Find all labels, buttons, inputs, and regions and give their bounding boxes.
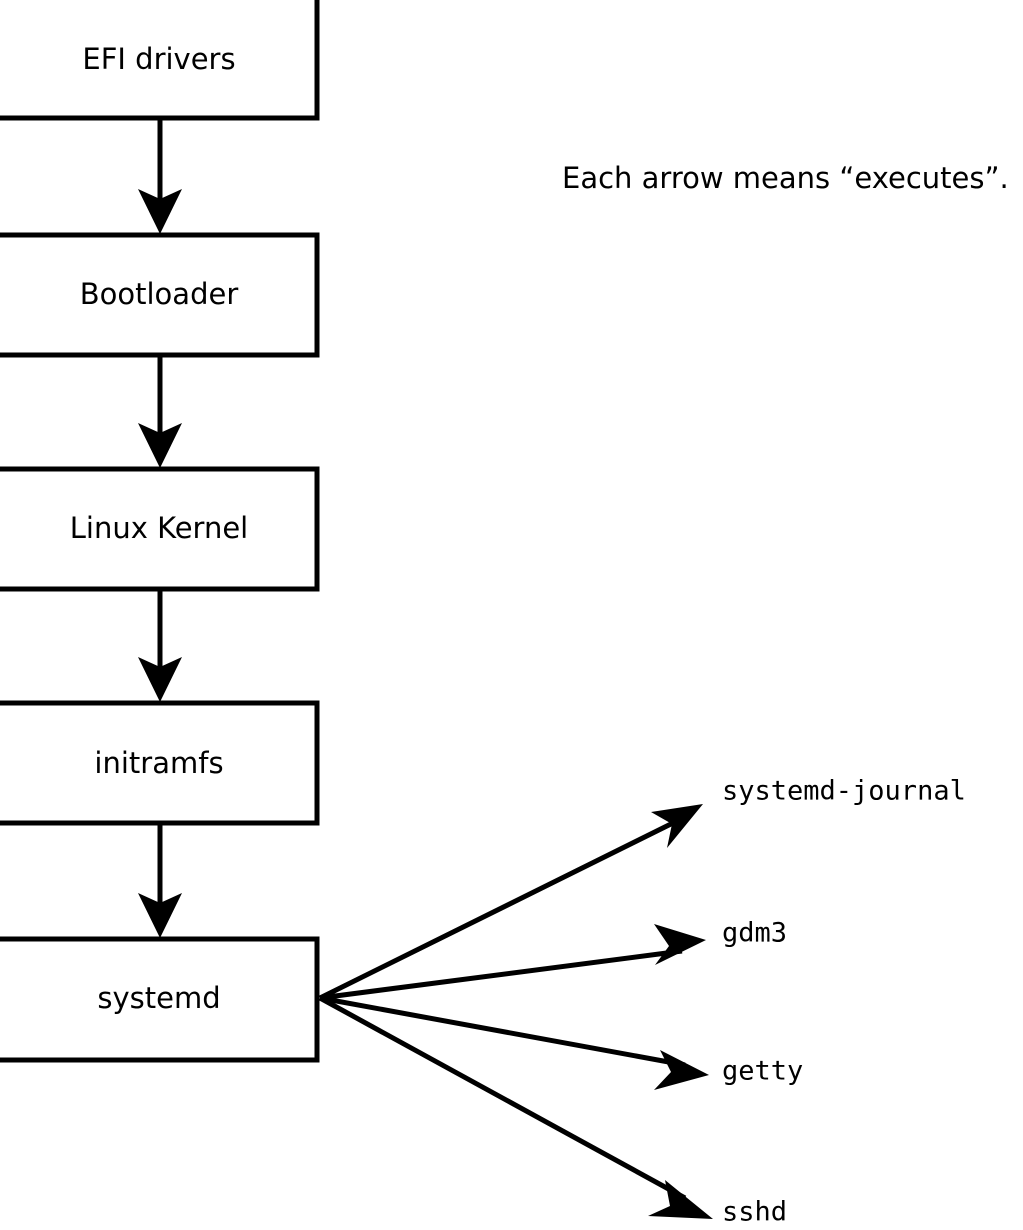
box-label-bootloader: Bootloader: [80, 277, 239, 311]
box-bootloader[interactable]: Bootloader: [0, 232, 320, 358]
service-label-gdm3: gdm3: [722, 918, 787, 949]
box-label-initramfs: initramfs: [94, 746, 223, 780]
box-linux-kernel[interactable]: Linux Kernel: [0, 466, 320, 592]
box-systemd[interactable]: systemd: [0, 936, 320, 1063]
legend-note: Each arrow means “executes”.: [562, 161, 1009, 195]
box-label-systemd: systemd: [97, 981, 220, 1015]
box-efi-drivers[interactable]: EFI drivers: [0, 0, 320, 121]
chain-arrow-initramfs-to-systemd: [138, 823, 182, 938]
chain-arrow-bootloader-to-kernel: [138, 355, 182, 468]
service-label-getty: getty: [722, 1056, 803, 1087]
fan-arrow-sshd: [318, 995, 713, 1219]
box-label-efi-drivers: EFI drivers: [82, 42, 235, 76]
chain-arrow-efi-to-bootloader: [138, 118, 182, 234]
box-label-linux-kernel: Linux Kernel: [70, 511, 248, 545]
fan-arrow-systemd-journal: [318, 804, 703, 1001]
fan-arrow-gdm3: [319, 924, 706, 1001]
service-label-systemd-journal: systemd-journal: [722, 776, 966, 807]
box-initramfs[interactable]: initramfs: [0, 700, 320, 826]
fan-arrow-getty: [319, 995, 709, 1090]
chain-arrow-kernel-to-initramfs: [138, 589, 182, 702]
service-label-sshd: sshd: [722, 1197, 787, 1228]
